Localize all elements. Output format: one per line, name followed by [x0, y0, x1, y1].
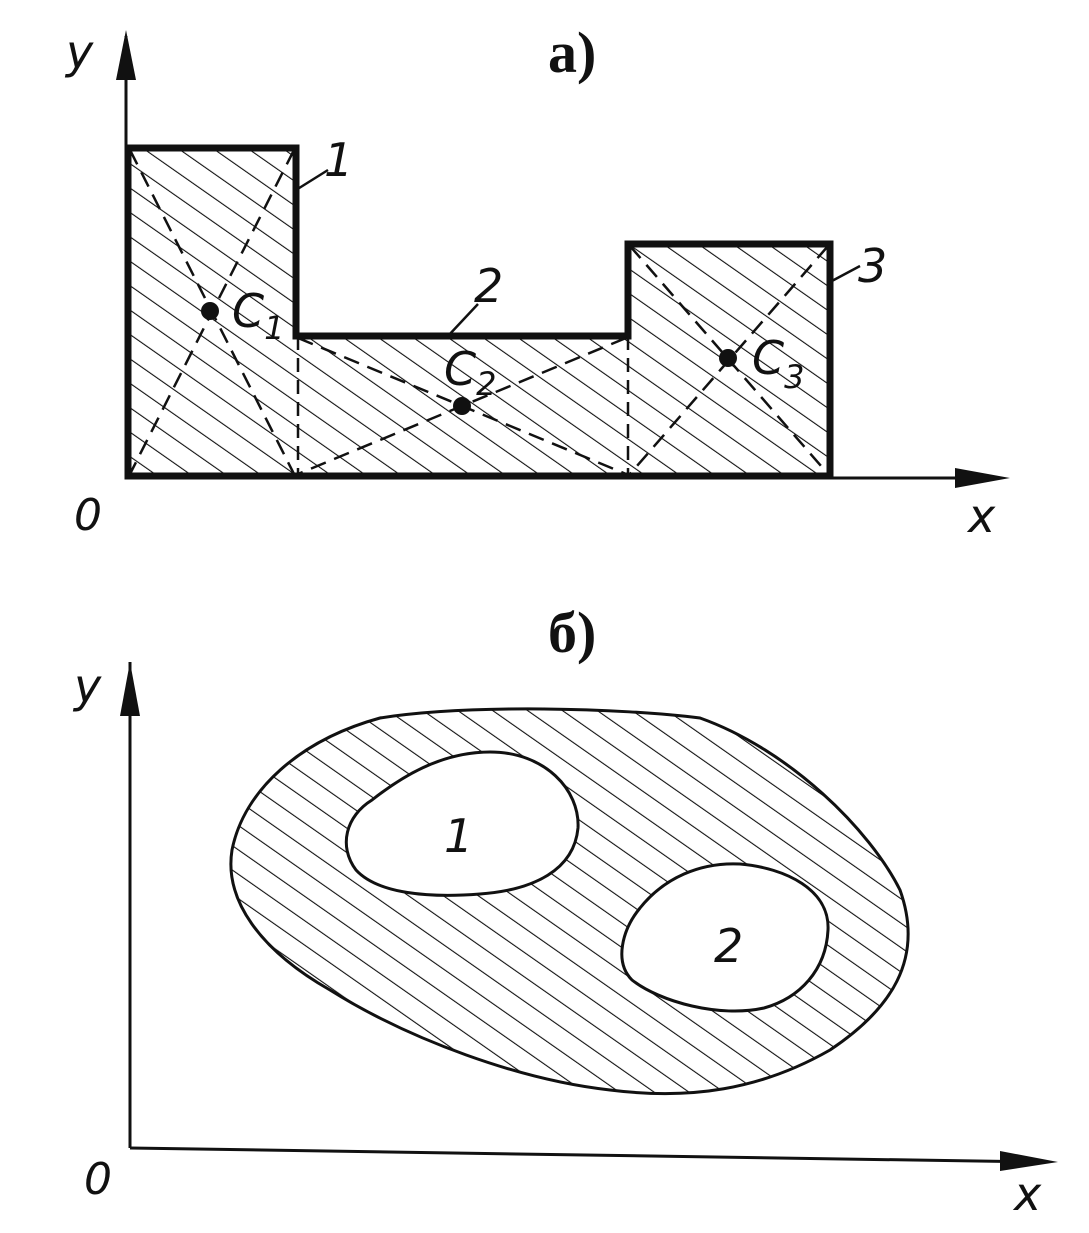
panel-a-centroid-c3-label: C3 — [752, 331, 804, 396]
panel-b-y-arrowhead — [120, 662, 140, 716]
panel-b-hatched-region — [229, 707, 910, 1096]
panel-b-hole-label-2: 2 — [714, 919, 743, 973]
panel-a-part-label-3: 3 — [858, 239, 887, 293]
panel-a-axis-y-label: y — [64, 25, 94, 79]
panel-b-origin-label: 0 — [84, 1154, 112, 1205]
panel-a-outline — [124, 144, 834, 480]
panel-a-centroid-c3-point — [719, 349, 737, 367]
panel-a-y-arrowhead — [116, 30, 136, 80]
panel-b-axis-y-label: y — [72, 659, 102, 713]
panel-a-centroid-c2-label: C2 — [444, 342, 496, 403]
panel-b-axis-x-label: x — [1012, 1167, 1042, 1221]
panel-a-centroid-c1-point — [201, 302, 219, 320]
panel-b-hole-label-1: 1 — [444, 809, 473, 863]
panel-a-axis-x-label: x — [966, 489, 996, 543]
panel-b-title: б) — [548, 600, 596, 665]
panel-a-leader-3 — [829, 264, 861, 284]
panel-a-origin-label: 0 — [74, 490, 102, 541]
panel-b-x-axis — [129, 1146, 1041, 1164]
panel-a-leader-2 — [447, 303, 479, 337]
panel-a-centroid-c2-point — [453, 397, 471, 415]
panel-a-centroid-c1-label: C1 — [232, 284, 284, 347]
panel-a-hatched-area — [128, 148, 830, 476]
panel-b-x-arrowhead — [1000, 1151, 1058, 1171]
panel-a-part-label-1: 1 — [324, 133, 353, 187]
panel-a: а) y x 0 C1 C2 C3 1 2 — [64, 20, 1010, 543]
panel-a-leader-1 — [295, 168, 329, 192]
panel-a-x-arrowhead — [955, 468, 1010, 488]
panel-b: б) y x 0 1 2 — [72, 600, 1058, 1221]
panel-a-part-label-2: 2 — [474, 259, 503, 313]
panel-a-title: а) — [548, 20, 596, 85]
